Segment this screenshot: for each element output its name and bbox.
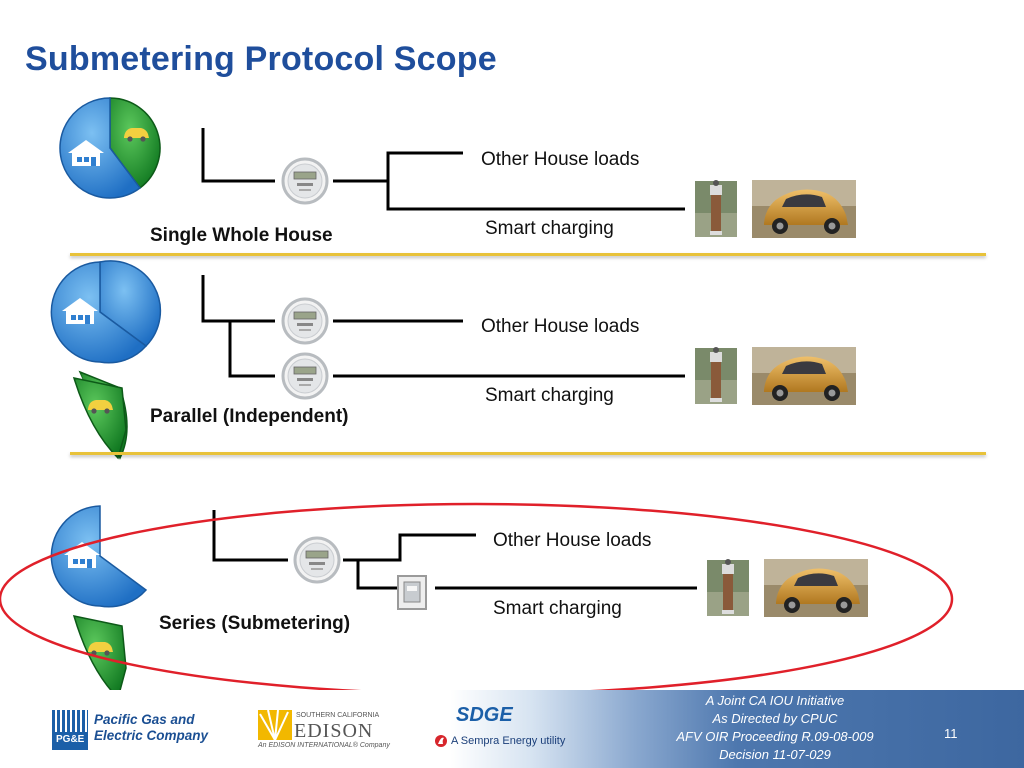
section-label-single-whole-house: Single Whole House bbox=[150, 225, 333, 246]
pge-logo-line2: Electric Company bbox=[94, 728, 209, 743]
pge-logo-mark: PG&E bbox=[52, 710, 88, 750]
ev-meter-icon bbox=[281, 352, 329, 400]
footer-line: As Directed by CPUC bbox=[712, 711, 838, 726]
footer-line: Decision 11-07-029 bbox=[719, 747, 831, 762]
branch-label-other-loads: Other House loads bbox=[493, 530, 652, 551]
footer-line: AFV OIR Proceeding R.09-08-009 bbox=[676, 729, 874, 744]
sempra-flame-icon bbox=[435, 735, 447, 747]
whole-house-wiring bbox=[201, 128, 685, 211]
charger-icon-2 bbox=[695, 347, 737, 404]
branch-label-other-loads: Other House loads bbox=[481, 316, 640, 337]
ev-car-photo-1 bbox=[752, 180, 856, 238]
pge-logo-line1: Pacific Gas and bbox=[94, 712, 195, 727]
branch-label-smart-charging: Smart charging bbox=[493, 598, 622, 619]
section-label-series: Series (Submetering) bbox=[159, 613, 351, 634]
branch-label-smart-charging: Smart charging bbox=[485, 218, 614, 239]
page-number: 11 bbox=[944, 726, 958, 741]
sun-icon bbox=[258, 710, 292, 740]
sdge-logo-mark: SDGE bbox=[456, 704, 513, 726]
parallel-wiring bbox=[201, 275, 685, 378]
whole-house-pie-icon bbox=[59, 97, 161, 199]
sce-logo-sub: An EDISON INTERNATIONAL® Company bbox=[258, 742, 390, 749]
main-meter-icon bbox=[293, 536, 341, 584]
sdge-logo-sub: A Sempra Energy utility bbox=[451, 735, 566, 747]
charger-icon-3 bbox=[707, 559, 749, 616]
footer-initiative-text: A Joint CA IOU Initiative As Directed by… bbox=[650, 692, 900, 764]
sce-logo-small: SOUTHERN CALIFORNIA bbox=[296, 712, 380, 719]
footer-bar bbox=[0, 690, 1024, 768]
ev-car-photo-2 bbox=[752, 347, 856, 405]
whole-house-meter-icon bbox=[281, 157, 329, 205]
series-wiring bbox=[212, 510, 697, 590]
sce-logo-name: EDISON bbox=[294, 720, 374, 742]
section-separator bbox=[70, 452, 986, 455]
branch-label-smart-charging: Smart charging bbox=[485, 385, 614, 406]
section-separator bbox=[70, 253, 986, 256]
house-pie-icon-series bbox=[50, 505, 148, 608]
section-label-parallel: Parallel (Independent) bbox=[150, 406, 349, 427]
house-meter-icon bbox=[281, 297, 329, 345]
charger-icon-1 bbox=[695, 180, 737, 237]
branch-label-other-loads: Other House loads bbox=[481, 149, 640, 170]
ev-pie-slice-icon bbox=[72, 370, 128, 460]
page-title: Submetering Protocol Scope bbox=[25, 40, 497, 78]
footer-line: A Joint CA IOU Initiative bbox=[705, 693, 845, 708]
house-pie-icon bbox=[50, 260, 162, 364]
submeter-icon bbox=[397, 575, 427, 610]
ev-car-photo-3 bbox=[764, 559, 868, 617]
